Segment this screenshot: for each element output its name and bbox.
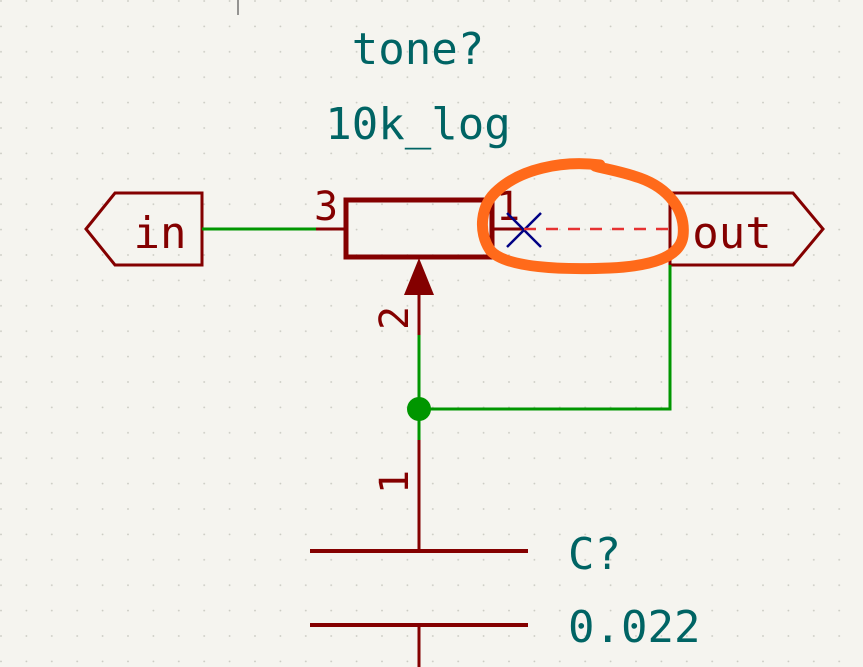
- pot-wiper-arrow: [404, 258, 434, 295]
- pot-value[interactable]: 10k_log: [325, 99, 510, 150]
- pot-reference[interactable]: tone?: [352, 24, 484, 75]
- annotation-circle: [476, 158, 689, 275]
- wire-junction-to-out[interactable]: [419, 265, 672, 411]
- cap-value[interactable]: 0.022: [568, 602, 700, 653]
- input-label-text: in: [134, 208, 187, 259]
- output-label-text: out: [692, 208, 771, 259]
- pot-pin2-number: 2: [372, 306, 418, 330]
- pot-pin3-number: 3: [314, 184, 338, 230]
- cap-reference[interactable]: C?: [568, 529, 621, 580]
- cap-pin1-number: 1: [372, 470, 418, 494]
